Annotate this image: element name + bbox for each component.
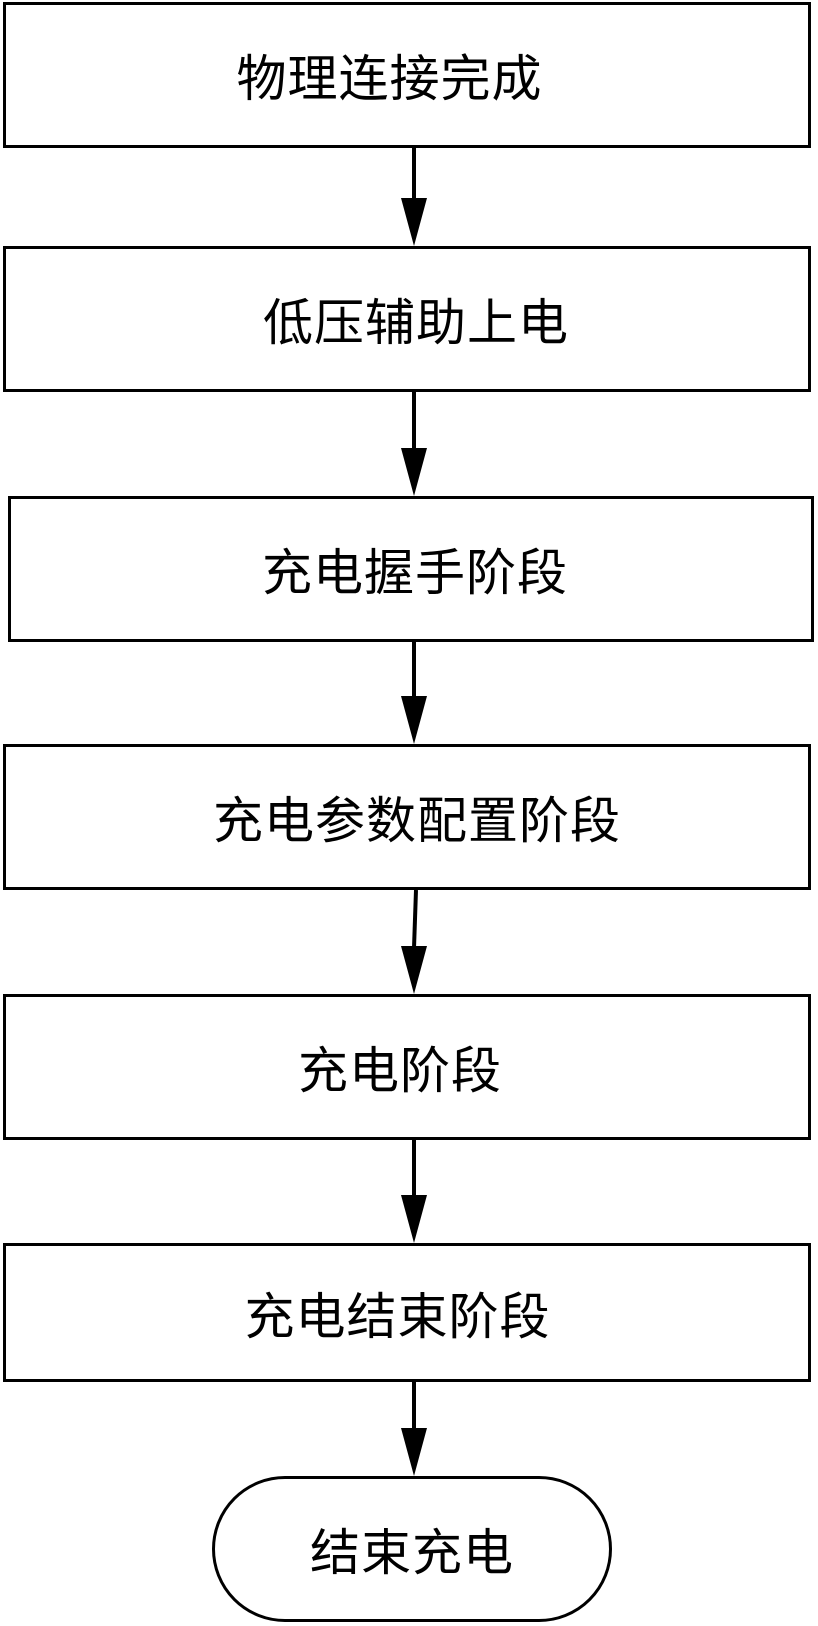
step-charging: 充电阶段 bbox=[3, 994, 811, 1140]
arrow-connector bbox=[401, 1140, 427, 1243]
step-charging-end: 充电结束阶段 bbox=[3, 1243, 811, 1382]
terminal-end-charging: 结束充电 bbox=[212, 1476, 612, 1622]
arrow-connector bbox=[401, 392, 427, 496]
step-label: 充电参数配置阶段 bbox=[213, 792, 621, 850]
arrow-connector bbox=[401, 148, 427, 246]
step-low-voltage-auxiliary-power-on: 低压辅助上电 bbox=[3, 246, 811, 392]
step-charging-parameter-configuration: 充电参数配置阶段 bbox=[3, 744, 811, 890]
arrow-shaft bbox=[412, 889, 418, 949]
arrow-head bbox=[401, 1195, 427, 1243]
step-label: 充电结束阶段 bbox=[244, 1287, 551, 1346]
arrow-head bbox=[401, 198, 427, 246]
arrow-head bbox=[401, 946, 427, 994]
step-label: 物理连接完成 bbox=[236, 50, 543, 108]
step-label: 充电阶段 bbox=[298, 1042, 502, 1100]
arrow-connector bbox=[401, 889, 427, 994]
step-label: 低压辅助上电 bbox=[263, 294, 569, 352]
step-charging-handshake: 充电握手阶段 bbox=[8, 496, 814, 642]
arrow-head bbox=[401, 696, 427, 744]
arrow-connector bbox=[401, 1382, 427, 1476]
step-physical-connection-complete: 物理连接完成 bbox=[3, 2, 811, 148]
arrow-head bbox=[401, 448, 427, 496]
arrow-head bbox=[401, 1428, 427, 1476]
terminal-label: 结束充电 bbox=[310, 1524, 514, 1582]
arrow-connector bbox=[401, 642, 427, 744]
step-label: 充电握手阶段 bbox=[262, 544, 568, 602]
